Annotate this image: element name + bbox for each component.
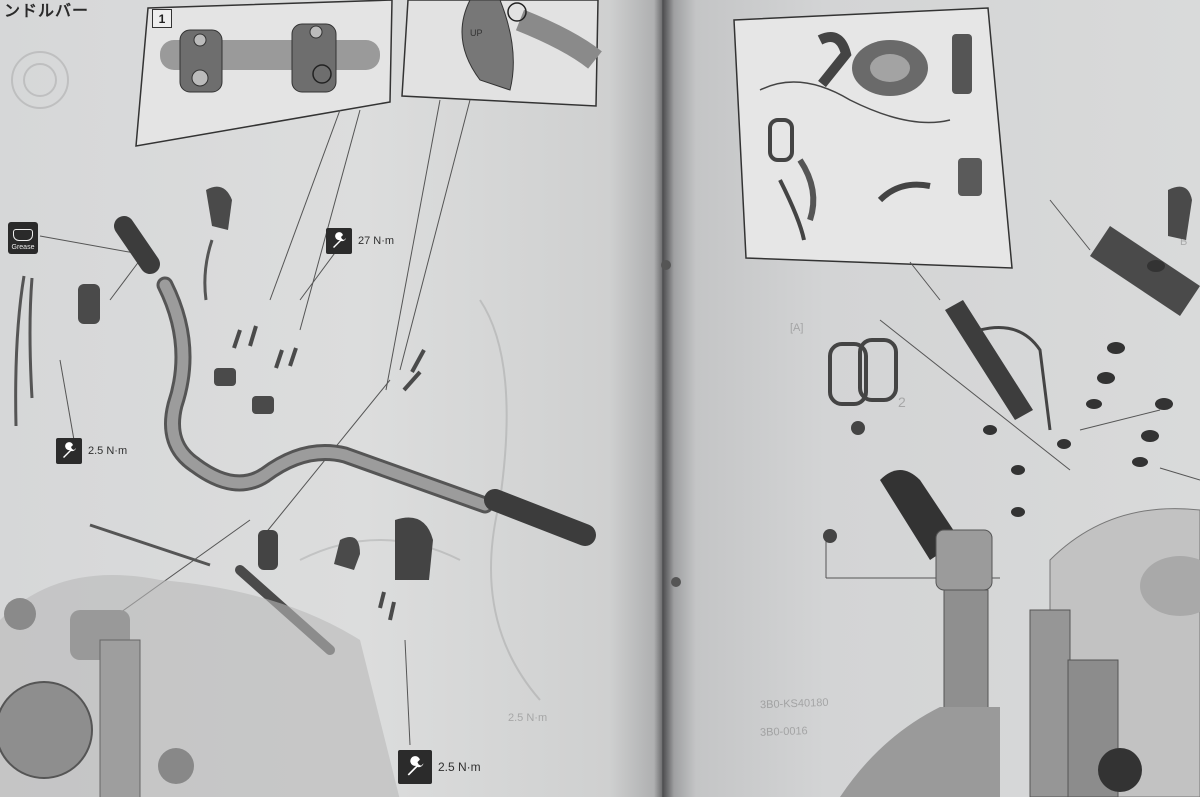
torque-spec-2: 2.5 N·m <box>56 438 127 464</box>
wrench-icon <box>56 438 82 464</box>
torque-spec-1: 27 N·m <box>326 228 394 254</box>
switch-label: UP <box>470 28 483 38</box>
torque-value: 2.5 N·m <box>438 760 481 774</box>
torque-value: 2.5 N·m <box>88 445 128 457</box>
bike-front-right <box>840 470 1200 797</box>
inset-frame-1 <box>135 0 393 147</box>
inset-frame-right <box>733 7 1013 269</box>
ghost-text: 2.5 N·m <box>508 712 548 724</box>
torque-spec-3: 2.5 N·m <box>398 750 481 784</box>
grease-label: Grease <box>11 244 35 251</box>
inset-frame-2 <box>401 0 602 107</box>
ghost-text: 2 <box>898 394 906 410</box>
ghost-text: B <box>1180 236 1188 248</box>
ghost-part-number: 3B0-KS40180 <box>759 696 829 712</box>
handlebar <box>114 216 596 546</box>
book-gutter <box>654 0 674 797</box>
clutch-lever-assembly <box>14 186 232 427</box>
wrench-icon <box>398 750 432 784</box>
page-heading: ンドルバー <box>4 3 90 20</box>
ghost-text: [A] <box>790 322 804 334</box>
clamps <box>214 325 426 414</box>
bracket-parts <box>823 186 1200 543</box>
grease-tub-icon <box>13 229 33 241</box>
wrench-icon <box>326 228 352 254</box>
binding-holes <box>661 260 681 587</box>
torque-value: 27 N·m <box>358 235 395 247</box>
callout-number: 1 <box>152 9 172 28</box>
grease-icon: Grease <box>8 222 38 254</box>
bike-front-left <box>0 575 400 797</box>
ghost-part-number: 3B0-0016 <box>759 725 808 739</box>
